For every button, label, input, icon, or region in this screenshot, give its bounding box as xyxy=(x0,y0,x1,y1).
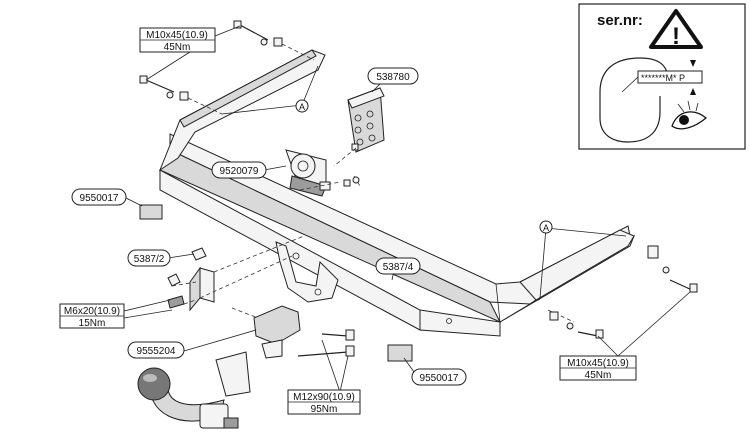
svg-text:9550017: 9550017 xyxy=(80,193,119,204)
svg-text:A: A xyxy=(299,102,305,112)
svg-text:M10x45(10.9): M10x45(10.9) xyxy=(567,358,629,369)
svg-text:9520079: 9520079 xyxy=(220,166,259,177)
plate-serial-text: *******M* P xyxy=(641,73,685,83)
svg-text:15Nm: 15Nm xyxy=(79,318,106,329)
eye-icon xyxy=(671,100,707,130)
svg-text:M6x20(10.9): M6x20(10.9) xyxy=(64,306,120,317)
svg-text:9555204: 9555204 xyxy=(137,346,176,357)
serial-number-box: ser.nr: ! *******M* P xyxy=(578,3,746,150)
svg-text:M12x90(10.9): M12x90(10.9) xyxy=(293,392,355,403)
svg-text:5387/2: 5387/2 xyxy=(134,254,165,265)
label-bolt-ball: M12x90(10.9) 95Nm xyxy=(287,389,361,415)
label-bolt-left: M6x20(10.9) 15Nm xyxy=(59,303,125,329)
socket-bracket-9520079 xyxy=(285,149,331,197)
svg-text:45Nm: 45Nm xyxy=(585,370,612,381)
label-5387-4: 5387/4 xyxy=(375,257,421,275)
label-9550017-right: 9550017 xyxy=(411,368,467,386)
label-bolt-top: M10x45(10.9) 45Nm xyxy=(139,27,216,53)
callout-a-right: A xyxy=(539,220,553,234)
label-9520079: 9520079 xyxy=(211,161,267,179)
tow-ball-9555204 xyxy=(137,305,301,429)
warning-glyph: ! xyxy=(672,23,680,50)
svg-text:95Nm: 95Nm xyxy=(311,404,338,415)
callout-a-left: A xyxy=(295,99,309,113)
svg-text:5387/4: 5387/4 xyxy=(383,262,414,273)
svg-text:A: A xyxy=(543,223,549,233)
serial-title: ser.nr: xyxy=(597,12,643,29)
warning-triangle-icon: ! xyxy=(649,9,703,50)
label-538780: 538780 xyxy=(367,67,419,85)
cap-9550017-left xyxy=(139,204,163,220)
svg-text:9550017: 9550017 xyxy=(420,373,459,384)
side-plate-5387-2 xyxy=(167,247,215,312)
label-9550017-left: 9550017 xyxy=(71,188,127,206)
label-5387-2: 5387/2 xyxy=(127,249,171,267)
fasteners xyxy=(139,20,698,357)
label-9555204: 9555204 xyxy=(127,341,185,359)
svg-text:45Nm: 45Nm xyxy=(164,42,191,53)
cap-9550017-right xyxy=(387,344,413,362)
label-bolt-right: M10x45(10.9) 45Nm xyxy=(559,355,637,381)
svg-text:M10x45(10.9): M10x45(10.9) xyxy=(146,30,208,41)
svg-text:538780: 538780 xyxy=(376,72,410,83)
socket-plate-538780 xyxy=(347,87,385,153)
crossbar-5387-4 xyxy=(158,49,636,337)
